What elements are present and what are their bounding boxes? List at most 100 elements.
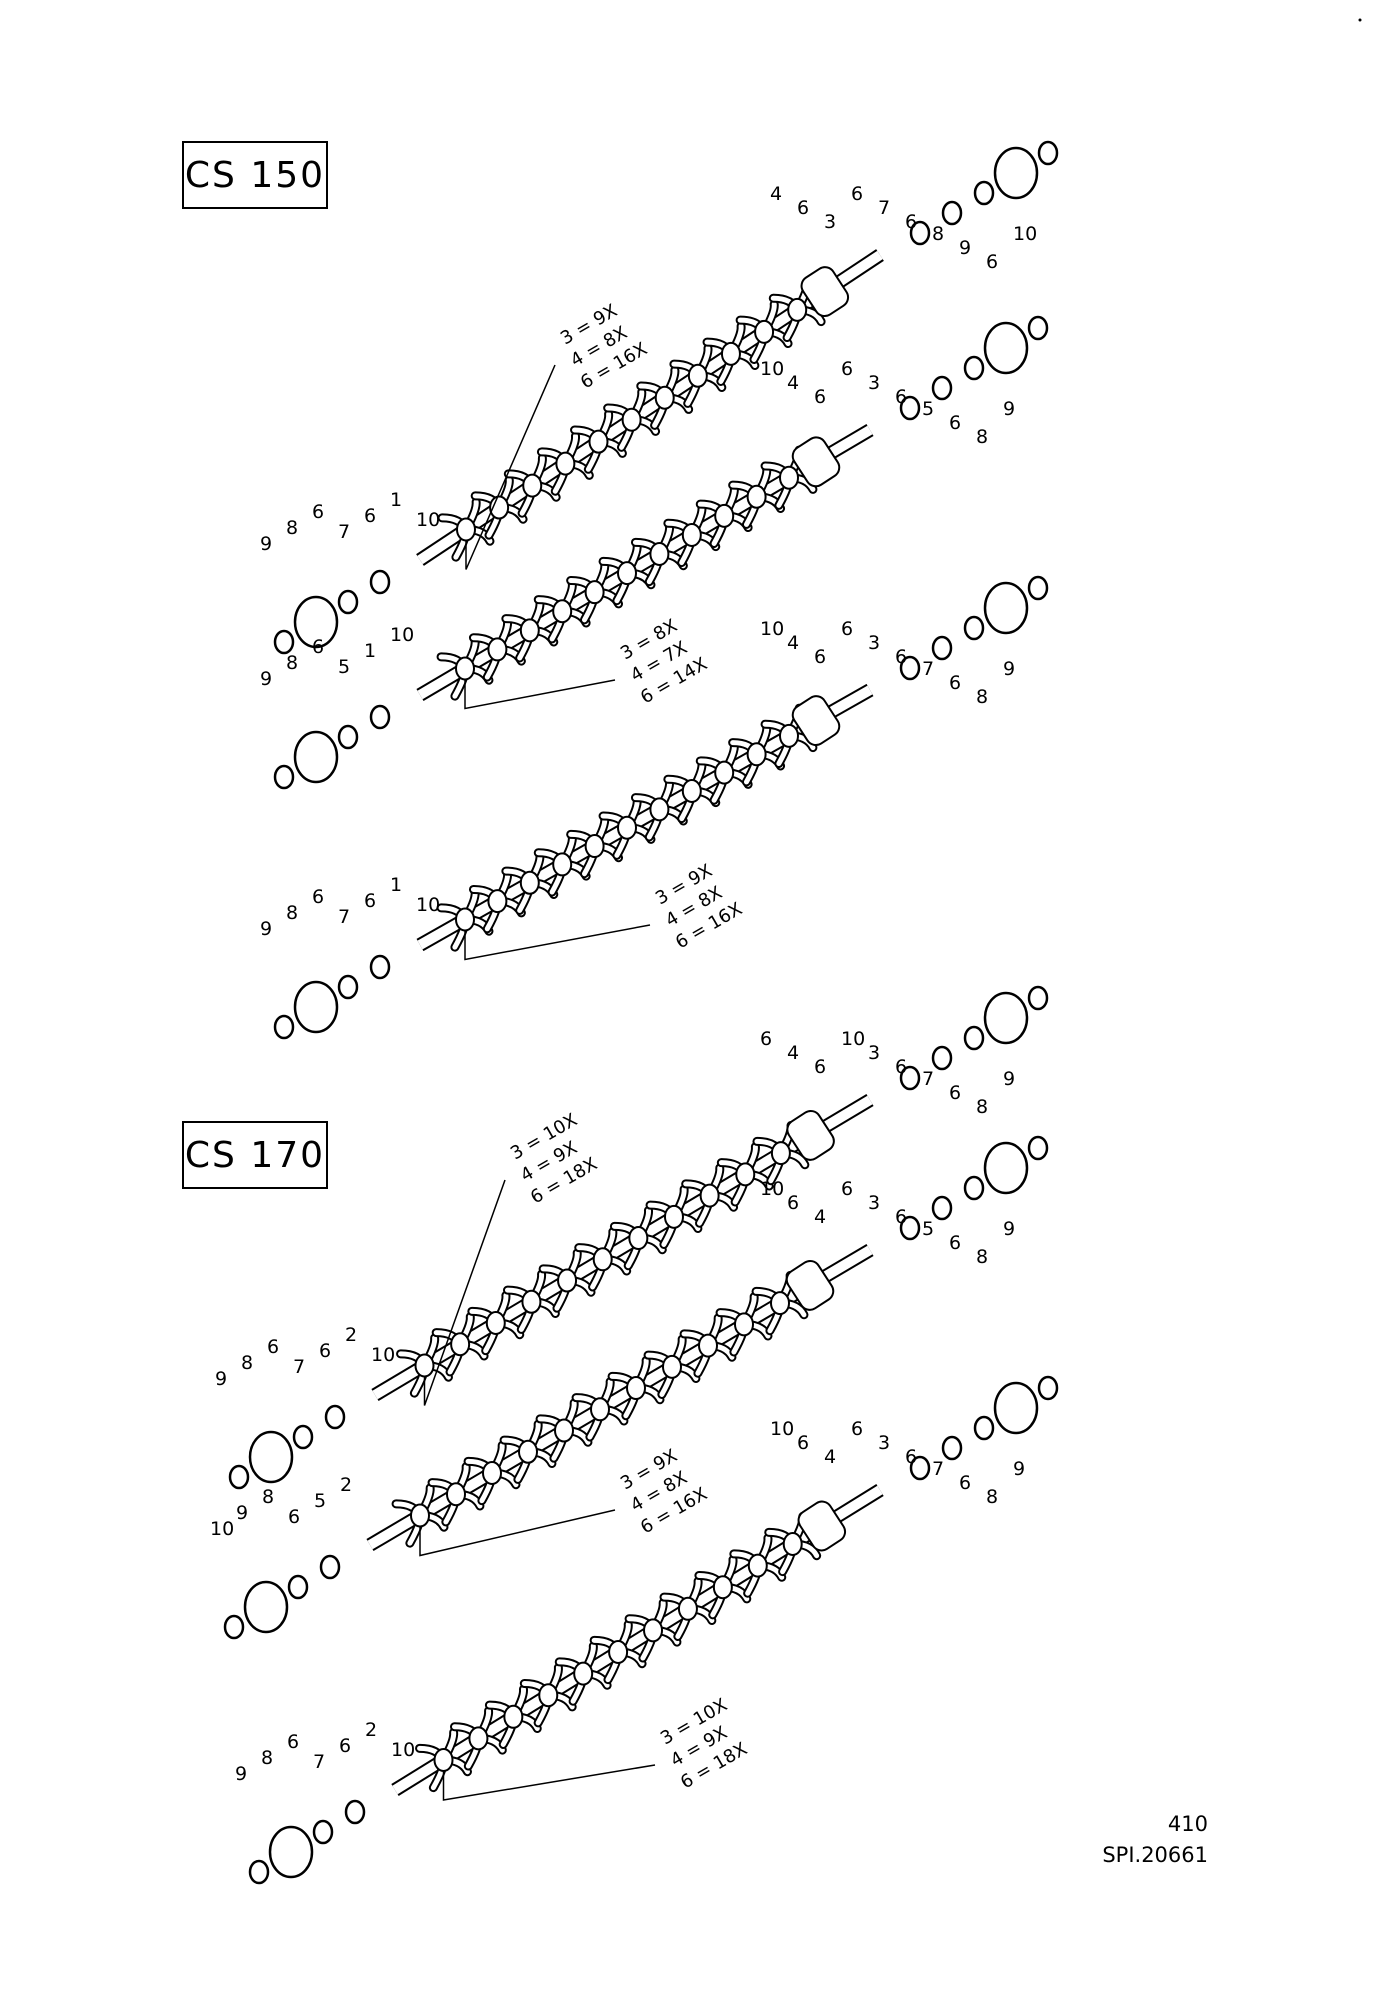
part-number-callout: 3 bbox=[868, 632, 880, 654]
tine-hub bbox=[584, 580, 605, 605]
tine-hub bbox=[573, 1661, 594, 1686]
tine-hub bbox=[538, 1683, 559, 1708]
part-number-callout: 10 bbox=[416, 894, 440, 916]
tine-hub bbox=[720, 341, 741, 366]
tine-hub bbox=[557, 1268, 578, 1293]
part-number-callout: 5 bbox=[338, 656, 350, 678]
tine-hub bbox=[687, 363, 708, 388]
part-number-callout: 2 bbox=[340, 1474, 352, 1496]
tine-hub bbox=[662, 1354, 682, 1379]
bearing-part bbox=[337, 974, 359, 1000]
bearing-part bbox=[963, 1025, 985, 1051]
tine-star bbox=[679, 1313, 737, 1378]
part-number-callout: 6 bbox=[312, 636, 324, 658]
part-number-callout: 6 bbox=[949, 672, 961, 694]
part-number-callout: 10 bbox=[210, 1518, 234, 1540]
part-number-callout: 6 bbox=[895, 1206, 907, 1228]
part-number-callout: 6 bbox=[841, 358, 853, 380]
tine-hub bbox=[770, 1291, 790, 1316]
bearing-part bbox=[273, 764, 295, 790]
tine-star bbox=[715, 1292, 773, 1357]
tine-star bbox=[499, 1419, 557, 1484]
part-number-callout: 4 bbox=[787, 1042, 799, 1064]
part-number-callout: 4 bbox=[787, 372, 799, 394]
tine-star bbox=[694, 1555, 752, 1620]
part-number-callout: 10 bbox=[841, 1028, 865, 1050]
part-number-callout: 7 bbox=[922, 658, 934, 680]
tine-hub bbox=[698, 1333, 718, 1358]
tine-star bbox=[484, 1684, 542, 1749]
bearing-part bbox=[319, 1554, 341, 1580]
bearing-part bbox=[931, 1195, 953, 1221]
bearing-part bbox=[909, 1455, 931, 1481]
tine-hub bbox=[699, 1183, 720, 1208]
part-number-callout: 9 bbox=[1003, 1068, 1015, 1090]
part-number-callout: 6 bbox=[959, 1472, 971, 1494]
part-number-callout: 6 bbox=[797, 1432, 809, 1454]
bearing-part bbox=[941, 200, 963, 226]
part-number-callout: 3 bbox=[868, 1042, 880, 1064]
tine-hub bbox=[677, 1596, 698, 1621]
part-number-callout: 9 bbox=[236, 1502, 248, 1524]
bearing-part bbox=[993, 146, 1039, 200]
bearing-part bbox=[963, 1175, 985, 1201]
tine-hub bbox=[503, 1704, 524, 1729]
tine-hub bbox=[552, 599, 573, 624]
tine-hub bbox=[621, 407, 642, 432]
tine-hub bbox=[649, 797, 670, 822]
tine-hub bbox=[643, 1618, 664, 1643]
bearing-part bbox=[983, 991, 1029, 1045]
tine-star bbox=[391, 1483, 449, 1548]
tine-star bbox=[436, 636, 494, 701]
spacer-tube bbox=[786, 1109, 835, 1161]
bearing-part bbox=[1037, 1375, 1059, 1401]
part-number-callout: 8 bbox=[976, 1096, 988, 1118]
tine-hub bbox=[455, 907, 475, 932]
part-number-callout: 10 bbox=[760, 618, 784, 640]
part-number-callout: 6 bbox=[288, 1506, 300, 1528]
part-number-callout: 6 bbox=[905, 1446, 917, 1468]
bearing-part bbox=[248, 1430, 294, 1484]
part-number-callout: 9 bbox=[1003, 398, 1015, 420]
bearing-part bbox=[268, 1825, 314, 1879]
tine-hub bbox=[410, 1503, 430, 1528]
tine-star bbox=[574, 1227, 632, 1292]
bearing-part bbox=[337, 724, 359, 750]
tine-hub bbox=[712, 1575, 733, 1600]
bearing-part bbox=[899, 655, 921, 681]
part-number-callout: 6 bbox=[760, 1028, 772, 1050]
part-number-callout: 7 bbox=[878, 197, 890, 219]
part-number-callout: 4 bbox=[787, 632, 799, 654]
part-number-callout: 6 bbox=[851, 1418, 863, 1440]
tine-star bbox=[538, 1248, 596, 1313]
part-number-callout: 9 bbox=[260, 918, 272, 940]
bearing-part bbox=[973, 180, 995, 206]
tine-star bbox=[519, 1663, 577, 1728]
tine-hub bbox=[681, 778, 702, 803]
bearing-part bbox=[369, 704, 391, 730]
part-number-callout: 9 bbox=[260, 533, 272, 555]
tine-hub bbox=[746, 484, 767, 509]
quantity-leader bbox=[465, 364, 556, 570]
tine-hub bbox=[468, 1726, 489, 1751]
part-number-callout: 1 bbox=[390, 489, 402, 511]
part-number-callout: 2 bbox=[345, 1324, 357, 1346]
tine-hub bbox=[522, 473, 543, 498]
spacer-tube bbox=[785, 1259, 835, 1311]
tine-star bbox=[431, 1312, 489, 1377]
quantity-leader bbox=[464, 678, 616, 710]
tine-star bbox=[467, 1290, 525, 1356]
tine-star bbox=[501, 598, 559, 663]
bearing-part bbox=[1027, 315, 1049, 341]
bearing-part bbox=[931, 1045, 953, 1071]
tine-star bbox=[663, 502, 721, 568]
part-number-callout: 8 bbox=[262, 1486, 274, 1508]
bearing-part bbox=[273, 629, 295, 655]
part-number-callout: 8 bbox=[286, 902, 298, 924]
part-number-callout: 10 bbox=[416, 509, 440, 531]
part-number-callout: 6 bbox=[895, 646, 907, 668]
part-number-callout: 10 bbox=[390, 624, 414, 646]
part-number-callout: 6 bbox=[339, 1735, 351, 1757]
